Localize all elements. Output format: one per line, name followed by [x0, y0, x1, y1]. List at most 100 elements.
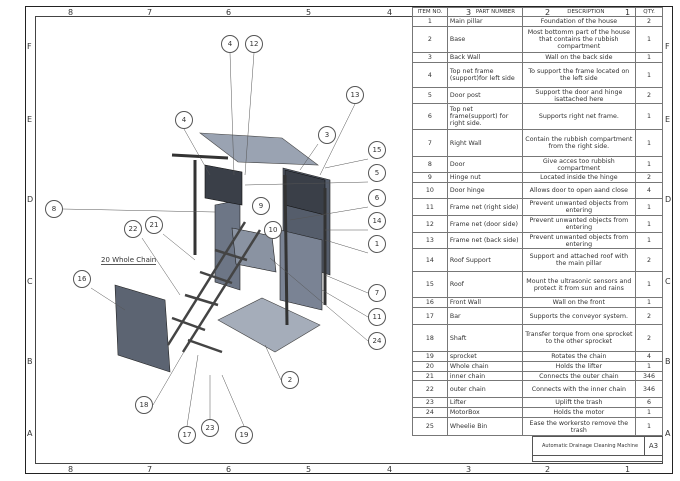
callout-balloon: 22 [124, 220, 142, 238]
item-no: 1 [413, 17, 448, 26]
part-number: MotorBox [448, 408, 523, 417]
description: Give acces too rubbish compartment [523, 157, 637, 172]
description: Support and attached roof with the main … [523, 249, 637, 271]
column-marker: 6 [226, 8, 232, 17]
callout-balloon: 6 [368, 189, 386, 207]
part-number: Roof [448, 272, 523, 297]
qty: 1 [636, 130, 664, 156]
description: Allows door to open aand close [523, 183, 637, 198]
qty: 1 [636, 216, 664, 232]
part-number: Wheelie Bin [448, 418, 523, 435]
item-no: 8 [413, 157, 448, 172]
column-marker: 6 [226, 465, 232, 474]
row-marker: A [665, 429, 671, 438]
callout-balloon: 10 [264, 221, 282, 239]
part-number: Main pillar [448, 17, 523, 26]
part-number: Front Wall [448, 298, 523, 307]
item-no: 20 [413, 362, 448, 371]
item-no: 7 [413, 130, 448, 156]
description: Transfer torque from one sprocket to the… [523, 325, 637, 351]
callout-balloon: 21 [145, 216, 163, 234]
item-no: 21 [413, 372, 448, 380]
item-no: 24 [413, 408, 448, 417]
qty: 2 [636, 325, 664, 351]
part-number: sprocket [448, 352, 523, 361]
column-marker: 2 [545, 8, 551, 17]
chain-label: 20 Whole Chain [101, 256, 157, 265]
callout-balloon: 5 [368, 164, 386, 182]
description: Wall on the front [523, 298, 637, 307]
item-no: 5 [413, 88, 448, 103]
description: Contain the rubbish compartment from the… [523, 130, 637, 156]
qty: 1 [636, 53, 664, 62]
description: Prevent unwanted objects from entering [523, 199, 637, 215]
item-no: 2 [413, 27, 448, 52]
qty: 4 [636, 183, 664, 198]
qty: 1 [636, 63, 664, 87]
sheet-size: A3 [644, 437, 662, 455]
roof [199, 132, 319, 166]
description: Supports the conveyor system. [523, 308, 637, 324]
callout-balloon: 16 [73, 270, 91, 288]
callout-balloon: 24 [368, 332, 386, 350]
qty: 1 [636, 157, 664, 172]
part-number: Frame net (right side) [448, 199, 523, 215]
qty: 346 [636, 381, 664, 397]
description: Holds the lifter [523, 362, 637, 371]
qty: 2 [636, 308, 664, 324]
row-marker: C [27, 277, 33, 286]
callout-balloon: 7 [368, 284, 386, 302]
callout-balloon: 17 [178, 426, 196, 444]
callout-balloon: 23 [201, 419, 219, 437]
item-no: 3 [413, 53, 448, 62]
qty: 2 [636, 249, 664, 271]
item-no: 14 [413, 249, 448, 271]
column-marker: 8 [68, 8, 74, 17]
description: Most bottomm part of the house that cont… [523, 27, 637, 52]
item-no: 12 [413, 216, 448, 232]
part-number: Base [448, 27, 523, 52]
part-number: Hinge nut [448, 173, 523, 182]
qty: 1 [636, 298, 664, 307]
callout-balloon: 3 [318, 126, 336, 144]
part-number: inner chain [448, 372, 523, 380]
part-number: Whole chain [448, 362, 523, 371]
title-block-divider [533, 455, 662, 456]
column-marker: 2 [545, 465, 551, 474]
qty: 346 [636, 372, 664, 380]
part-number: Frame net (door side) [448, 216, 523, 232]
callout-balloon: 19 [235, 426, 253, 444]
right-wall [279, 229, 323, 311]
part-number: Roof Support [448, 249, 523, 271]
description: Holds the motor [523, 408, 637, 417]
qty: 1 [636, 233, 664, 248]
row-marker: B [27, 357, 33, 366]
qty: 1 [636, 104, 664, 129]
front-wall [114, 284, 171, 373]
callout-balloon: 14 [368, 212, 386, 230]
description: To support the frame located on the left… [523, 63, 637, 87]
item-no: 11 [413, 199, 448, 215]
header-item-no: ITEM NO. [413, 8, 448, 16]
item-no: 18 [413, 325, 448, 351]
row-marker: B [665, 357, 671, 366]
callout-balloon: 9 [252, 197, 270, 215]
callout-balloon: 18 [135, 396, 153, 414]
item-no: 25 [413, 418, 448, 435]
row-marker: D [665, 195, 672, 204]
callout-balloon: 13 [346, 86, 364, 104]
